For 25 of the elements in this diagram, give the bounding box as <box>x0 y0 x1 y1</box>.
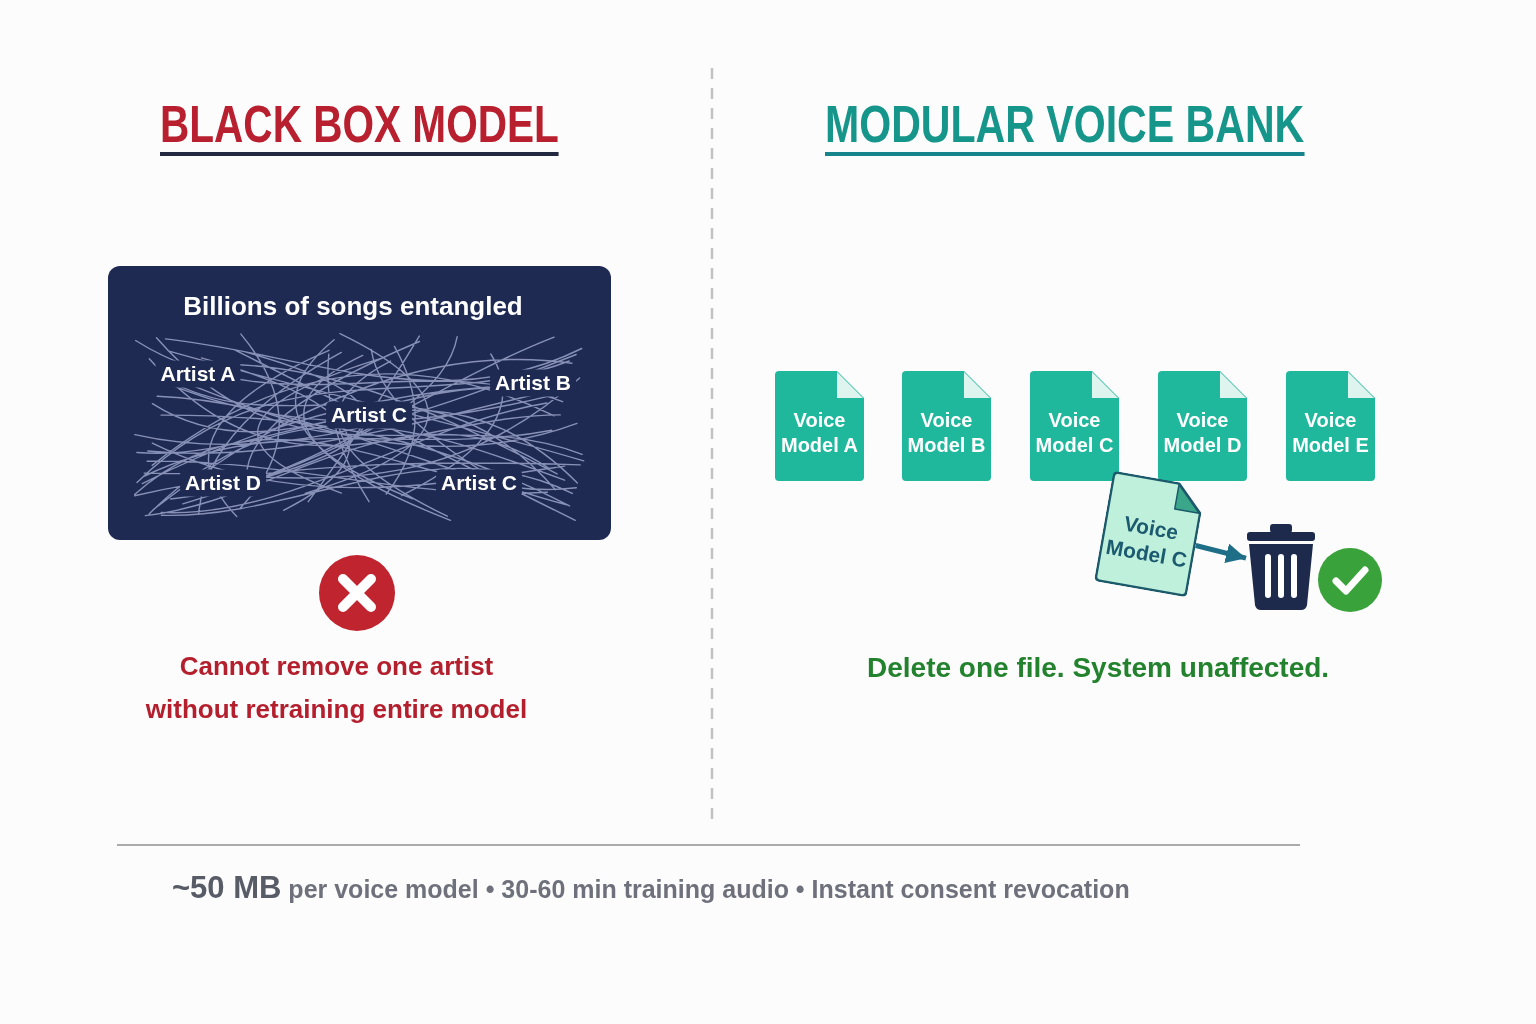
arrow <box>1195 543 1247 563</box>
file-label: Voice Model E <box>1291 408 1370 458</box>
document-card <box>775 371 864 481</box>
file-label: Voice Model B <box>906 408 987 458</box>
file-label: Voice Model C <box>1034 408 1115 458</box>
trash-icon <box>1246 524 1316 610</box>
document-card <box>902 371 991 481</box>
artist-label: Artist D <box>180 469 266 497</box>
panel-heading: Billions of songs entangled <box>183 291 523 323</box>
caption-text: Cannot remove one artist without retraining entire model <box>144 650 529 726</box>
model-panel <box>108 266 611 540</box>
file-label: Voice Model D <box>1162 408 1243 458</box>
caption-text: Delete one file. System unaffected. <box>867 651 1330 685</box>
file-label: Voice Model A <box>780 408 859 458</box>
document-card <box>1158 371 1247 481</box>
artist-label: Artist C <box>326 401 412 429</box>
document-card <box>1286 371 1375 481</box>
artist-label: Artist B <box>490 369 576 397</box>
footnote: ~50 MB per voice model • 30-60 min training audio • Instant consent revocation <box>172 869 1130 907</box>
artist-label: Artist C <box>436 469 522 497</box>
section-title: BLACK BOX MODEL <box>160 97 559 156</box>
document-card <box>1030 371 1119 481</box>
artist-label: Artist A <box>155 360 241 388</box>
section-title: MODULAR VOICE BANK <box>825 97 1305 156</box>
file-label: Voice Model C <box>1103 510 1190 574</box>
